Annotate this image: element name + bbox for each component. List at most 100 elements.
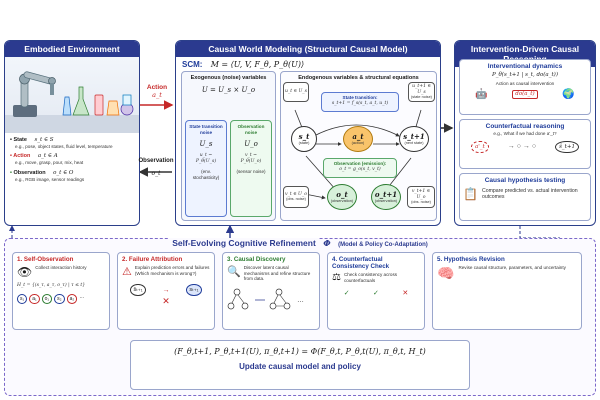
- node-u-t: u_t ∈ U_s: [283, 82, 309, 102]
- step-3-description: Discover latent causal mechanisms and re…: [243, 265, 311, 281]
- intervention-reasoning-panel: Intervention-Driven Causal Reasoning Int…: [454, 40, 596, 226]
- counterfactual-graph-icon: → ○ → ○: [507, 143, 537, 151]
- node-v-t: v_t ∈ U_o (obs. noise): [283, 186, 309, 208]
- action-description: e.g., move, grasp, pour, mix, heat: [15, 160, 84, 166]
- transition-label: State transition:: [342, 95, 378, 100]
- counterfactual-description: e.g., What if we had done a'_t?: [493, 131, 557, 136]
- error-x-icon: ✕: [162, 296, 170, 306]
- step-5-description: Revise causal structure, parameters, and…: [458, 265, 566, 270]
- refinement-header: Self-Evolving Cognitive Refinement Φ (Mo…: [5, 233, 595, 251]
- refinement-subtitle: (Model & Policy Co-Adaptation): [335, 242, 431, 248]
- check-icon: ✓: [343, 290, 350, 297]
- exogenous-box: Exogenous (noise) variables U = U_s × U_…: [181, 71, 276, 221]
- step-counterfactual-check: 4. Counterfactual Consistency Check ⚖ Ch…: [327, 252, 425, 330]
- node-s-t1: s_t+1 (next state): [399, 126, 429, 152]
- failure-diagram: ŝₜ₊₁ → sₜ₊₁: [122, 284, 210, 296]
- svg-text:…: …: [297, 297, 304, 304]
- consistency-checks: ✓ ✓ ✕: [332, 289, 420, 297]
- node-u-t1: u_t+1 ∈ U_s (state noise): [408, 82, 435, 102]
- node-o-t: o_t (observation): [327, 184, 357, 210]
- state-row: • State s_t ∈ S e.g., pose, object state…: [10, 137, 134, 149]
- state-noise-box: State transition noise U_s u_t ~ P_θ(U_s…: [185, 120, 227, 217]
- step-failure-attribution: 2. Failure Attribution ⚠ Explain predict…: [117, 252, 215, 330]
- scm-definition: SCM: M = ⟨U, V, F_θ, P_θ(U)⟩: [176, 57, 440, 72]
- step-2-title: 2. Failure Attribution: [122, 256, 183, 263]
- update-label: Update causal model and policy: [239, 362, 361, 371]
- state-noise-equation: u_t ~ P_θ(U_s): [195, 153, 217, 164]
- step-self-observation: 1. Self-Observation 👁 Collect interactio…: [12, 252, 110, 330]
- update-box: (F_θ,t+1, P_θ,t+1(U), π_θ,t+1) = Φ(F_θ,t…: [130, 340, 470, 390]
- robot-arm-icon: [5, 71, 139, 133]
- step-causal-discovery: 3. Causal Discovery 🔍 Discover latent ca…: [222, 252, 320, 330]
- exogenous-equation: U = U_s × U_o: [201, 86, 256, 94]
- emission-equation-box: Observation (emission): o_t = g_o(s_t, v…: [323, 158, 397, 178]
- observation-noise-box: Observation noise U_o v_t ~ P_θ(U_o) (se…: [230, 120, 272, 217]
- warning-icon: ⚠: [122, 266, 132, 278]
- state-noise-title: State transition noise: [189, 124, 223, 135]
- node-s-t: s_t (state): [291, 126, 317, 152]
- observation-noise-symbol: U_o: [244, 140, 258, 148]
- history-sequence: s₁ a₁ o₁ s₂ a₂ …: [17, 293, 105, 304]
- counterfactual-action: a'_t: [471, 140, 489, 154]
- exogenous-title: Exogenous (noise) variables: [190, 75, 267, 81]
- state-noise-note: (env. stochasticity): [192, 169, 220, 180]
- counterfactual-card: Counterfactual reasoning e.g., What if w…: [459, 119, 591, 169]
- do-operator: do(a_t): [512, 90, 538, 100]
- emission-equation: o_t = g_o(s_t, v_t): [339, 166, 381, 172]
- node-a-t: a_t (action): [343, 126, 373, 152]
- state-math: s_t ∈ S: [34, 137, 54, 143]
- step-4-title: 4. Counterfactual Consistency Check: [332, 256, 390, 270]
- robot-icon: 🤖: [475, 89, 488, 101]
- step-3-title: 3. Causal Discovery: [227, 256, 286, 263]
- step-4-description: Check consistency across counterfactuals: [343, 272, 398, 283]
- observation-math: o_t ∈ O: [53, 169, 74, 176]
- interventional-dynamics-card: Interventional dynamics P_θ(s_t+1 | s_t,…: [459, 59, 591, 115]
- node-v-t1: v_t+1 ∈ U_o (obs. noise): [407, 186, 435, 208]
- observation-label: Observation: [13, 169, 46, 176]
- scm-label: SCM:: [182, 60, 203, 69]
- step-1-history-equation: H_t = {(s_τ, a_τ, o_τ) | τ ≤ t}: [17, 283, 86, 288]
- step-1-title: 1. Self-Observation: [17, 256, 74, 263]
- scm-equation: M = ⟨U, V, F_θ, P_θ(U)⟩: [210, 60, 305, 69]
- action-row: • Action a_t ∈ A e.g., move, grasp, pour…: [10, 153, 134, 165]
- causal-world-modeling-panel: Causal World Modeling (Structural Causal…: [175, 40, 441, 226]
- action-arrow-symbol: a_t: [152, 91, 162, 99]
- observation-noise-title: Observation noise: [237, 124, 265, 135]
- state-label: State: [13, 137, 27, 143]
- globe-icon: 🌍: [562, 89, 575, 101]
- step-1-description: Collect interaction history: [35, 265, 87, 270]
- endogenous-box: Endogenous variables & structural equati…: [280, 71, 437, 221]
- check-icon: ✓: [373, 290, 379, 297]
- hypothesis-description: Compare predicted vs. actual interventio…: [481, 187, 578, 200]
- counterfactual-title: Counterfactual reasoning: [485, 123, 565, 130]
- observation-arrow-symbol: o_t: [151, 170, 161, 177]
- cross-icon: ✕: [402, 290, 409, 297]
- embodied-panel-title: Embodied Environment: [5, 41, 139, 57]
- embodied-environment-panel: Embodied Environment • State s_t ∈ S e.g…: [4, 40, 140, 226]
- observation-noise-note: (sensor noise): [236, 169, 266, 174]
- dynamics-equation: P_θ(s_t+1 | s_t, do(a_t)): [492, 72, 558, 78]
- magnifier-icon: 🔍: [227, 266, 241, 278]
- state-noise-symbol: U_s: [199, 140, 213, 148]
- clipboard-icon: 📋: [463, 187, 478, 201]
- step-2-description: Explain prediction errors and failures (…: [134, 265, 210, 276]
- scale-icon: ⚖: [332, 272, 341, 283]
- action-math: a_t ∈ A: [37, 153, 58, 160]
- hypothesis-testing-card: Causal hypothesis testing 📋 Compare pred…: [459, 173, 591, 221]
- observation-row: • Observation o_t ∈ O e.g., RGB image, s…: [10, 170, 134, 182]
- observation-description: e.g., RGB image, sensor readings: [15, 176, 85, 182]
- lab-scene-illustration: [5, 57, 139, 133]
- dynamics-title: Interventional dynamics: [487, 63, 563, 70]
- refinement-phi: Φ: [323, 239, 331, 249]
- update-equation: (F_θ,t+1, P_θ,t+1(U), π_θ,t+1) = Φ(F_θ,t…: [174, 347, 426, 356]
- eye-icon: 👁: [17, 265, 33, 279]
- counterfactual-state: ŝ_t+1: [555, 140, 579, 154]
- step-hypothesis-revision: 5. Hypothesis Revision 🧠 Revise causal s…: [432, 252, 582, 330]
- action-arrow-label: Action a_t: [142, 84, 172, 99]
- node-o-t1: o_t+1 (observation): [371, 184, 401, 210]
- hypothesis-title: Causal hypothesis testing: [484, 177, 566, 184]
- refinement-title: Self-Evolving Cognitive Refinement: [169, 238, 319, 248]
- brain-icon: 🧠: [437, 265, 455, 281]
- emission-label: Observation (emission):: [333, 161, 387, 166]
- state-description: e.g., pose, object states, fluid level, …: [15, 143, 113, 149]
